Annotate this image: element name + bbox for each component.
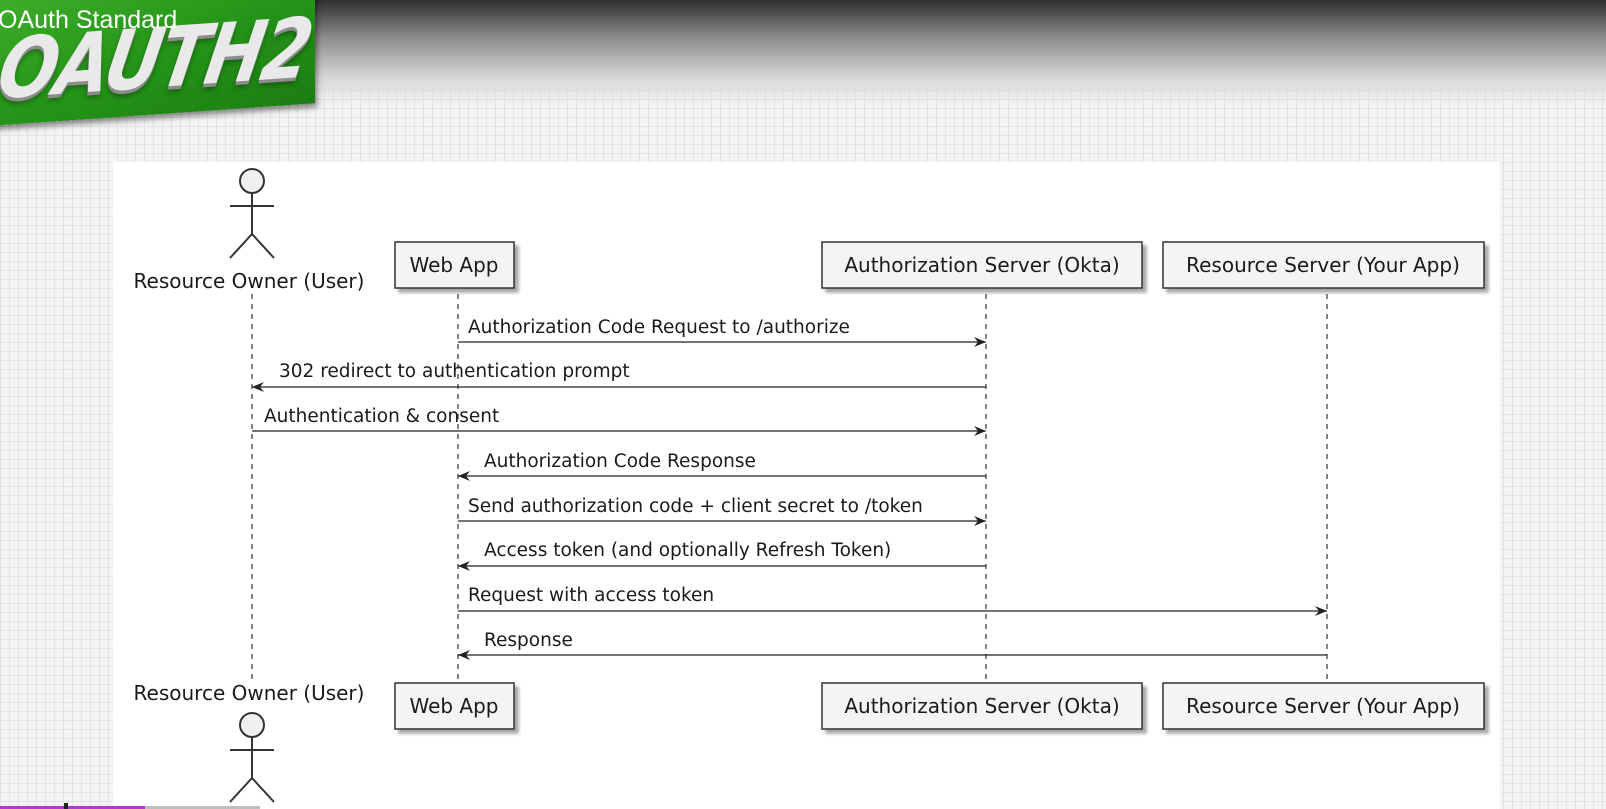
- message-3: Authentication & consent: [252, 406, 986, 436]
- cursor-marker: [64, 803, 68, 809]
- actor-user-bottom: Resource Owner (User): [134, 681, 365, 803]
- participant-authserver-top: Authorization Server (Okta): [821, 241, 1143, 289]
- participant-label-user: Resource Owner (User): [134, 681, 365, 705]
- message-label: Access token (and optionally Refresh Tok…: [484, 540, 891, 561]
- participant-webapp-bottom: Web App: [394, 682, 515, 730]
- message-2: 302 redirect to authentication prompt: [252, 361, 986, 392]
- sequence-diagram-panel: Resource Owner (User) Web App Authorizat…: [113, 162, 1500, 809]
- progress-bar: [0, 806, 145, 809]
- participant-webapp-top: Web App: [394, 241, 515, 289]
- actor-user-top: Resource Owner (User): [134, 168, 365, 293]
- participant-resource-top: Resource Server (Your App): [1162, 241, 1485, 289]
- message-label: Authentication & consent: [264, 406, 499, 427]
- message-7: Request with access token: [458, 585, 1327, 616]
- participant-label-webapp: Web App: [409, 694, 498, 718]
- stick-figure-icon: [229, 168, 275, 259]
- message-label: Response: [484, 630, 573, 651]
- message-label: Authorization Code Response: [484, 451, 756, 472]
- participant-label-authserver: Authorization Server (Okta): [844, 694, 1119, 718]
- message-label: Send authorization code + client secret …: [468, 496, 923, 517]
- participant-label-resource: Resource Server (Your App): [1186, 694, 1460, 718]
- message-label: 302 redirect to authentication prompt: [279, 361, 630, 382]
- participant-label-resource: Resource Server (Your App): [1186, 253, 1460, 277]
- message-1: Authorization Code Request to /authorize: [458, 317, 986, 347]
- sequence-diagram: Resource Owner (User) Web App Authorizat…: [134, 168, 1485, 803]
- slide-title: OAuth Standard: [0, 6, 178, 34]
- message-6: Access token (and optionally Refresh Tok…: [458, 540, 986, 571]
- message-8: Response: [458, 630, 1327, 660]
- message-label: Request with access token: [468, 585, 714, 606]
- participant-authserver-bottom: Authorization Server (Okta): [821, 682, 1143, 730]
- message-4: Authorization Code Response: [458, 451, 986, 481]
- stick-figure-icon: [229, 712, 275, 803]
- participant-label-authserver: Authorization Server (Okta): [844, 253, 1119, 277]
- participant-label-user: Resource Owner (User): [134, 269, 365, 293]
- message-label: Authorization Code Request to /authorize: [468, 317, 850, 338]
- message-5: Send authorization code + client secret …: [458, 496, 986, 526]
- participant-resource-bottom: Resource Server (Your App): [1162, 682, 1485, 730]
- participant-label-webapp: Web App: [409, 253, 498, 277]
- progress-bar-track: [145, 806, 260, 809]
